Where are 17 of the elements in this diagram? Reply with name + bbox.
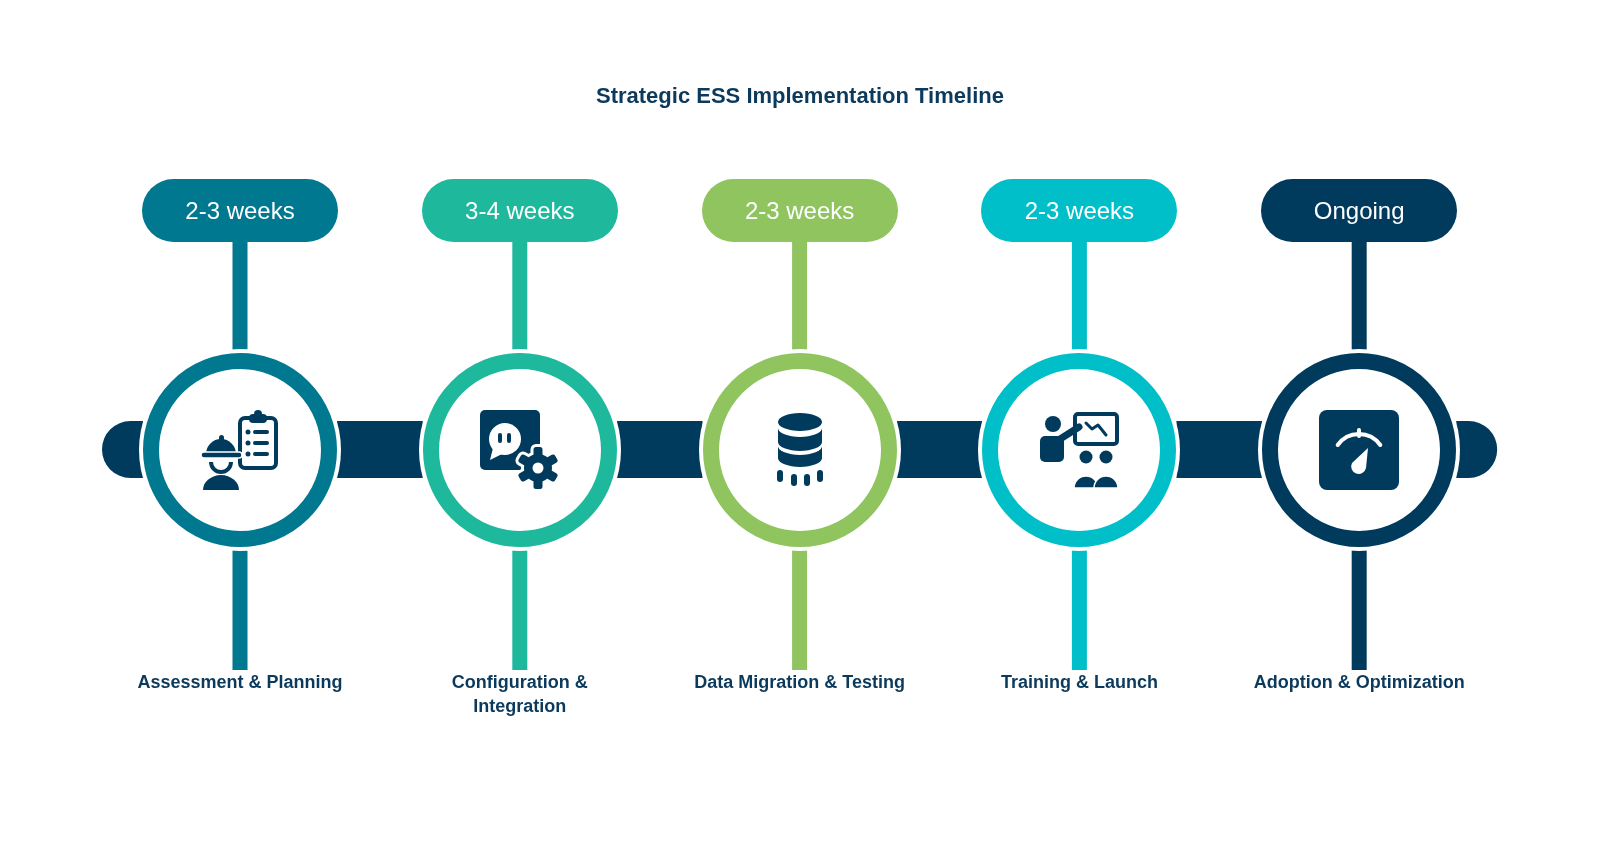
phase-title: Adoption & Optimization: [1252, 670, 1466, 694]
phase-title: Data Migration & Testing: [693, 670, 907, 694]
timeline-bar: [896, 421, 983, 478]
duration-pill: Ongoing: [1261, 179, 1458, 242]
duration-pill: 2-3 weeks: [142, 179, 338, 242]
timeline-bar: [1176, 421, 1263, 478]
phase-title: Assessment & Planning: [136, 670, 344, 694]
duration-pill: 3-4 weeks: [421, 179, 618, 242]
timeline-bar: [337, 421, 423, 478]
phase-title: Training & Launch: [999, 670, 1160, 694]
diagram-title: Strategic ESS Implementation Timeline: [596, 82, 1004, 110]
timeline-bar: [102, 421, 143, 478]
phase-title: Configuration & Integration: [450, 670, 589, 718]
duration-pill: 2-3 weeks: [981, 179, 1178, 242]
timeline-bar: [1456, 421, 1498, 478]
timeline-bar: [616, 421, 703, 478]
duration-pill: 2-3 weeks: [701, 179, 898, 242]
